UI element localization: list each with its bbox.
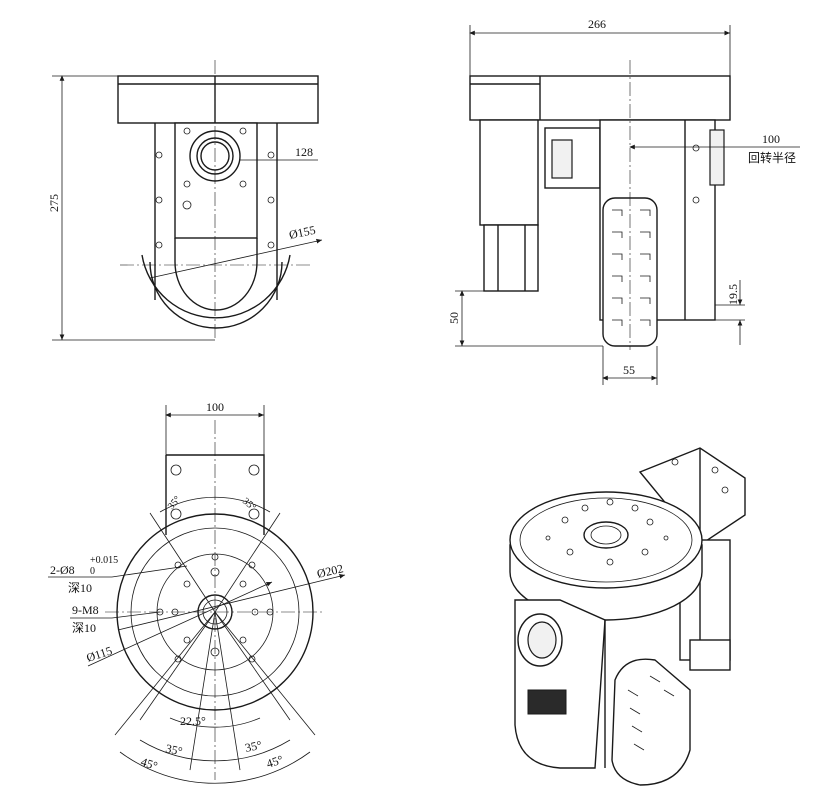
front-turntable-plate — [117, 75, 319, 124]
turn-radius-label: 回转半径 — [748, 150, 796, 165]
iso-nameplate — [527, 689, 567, 715]
angle-35-top-left: 35° — [166, 494, 183, 512]
pin-holes-label: 2-Ø8 — [50, 563, 75, 577]
side-bracket — [479, 119, 539, 226]
front-height-dim: 275 — [47, 194, 61, 212]
angle-45-left: 45° — [139, 755, 159, 774]
angle-35-bottom-right: 35° — [244, 738, 264, 755]
angle-22-5: 22.5° — [180, 714, 206, 728]
side-width-dim: 266 — [588, 17, 606, 31]
side-offset-dim: 19.5 — [726, 284, 740, 305]
iso-wheel — [611, 658, 691, 786]
pin-holes-tol-upper: +0.015 — [90, 555, 118, 566]
bracket-width-dim: 100 — [206, 400, 224, 414]
small-circle-dia-dim: Ø115 — [85, 643, 114, 664]
pin-depth-label: 深10 — [68, 581, 92, 595]
side-view: 266 100 回转半径 19.5 50 55 — [447, 17, 800, 385]
isometric-view — [509, 447, 746, 786]
side-bearing — [551, 139, 573, 179]
pin-holes-tol-lower: 0 — [90, 566, 95, 577]
thread-depth-label: 深10 — [72, 621, 96, 635]
flange-dia-dim: Ø202 — [316, 561, 345, 581]
bottom-view: 100 2-Ø8 +0.015 0 深10 9-M8 深10 Ø115 Ø202… — [48, 400, 346, 784]
angle-35-bottom-left: 35° — [164, 741, 184, 758]
side-turntable-plate — [469, 75, 731, 121]
wheel-width-dim: 55 — [623, 363, 635, 377]
front-wheel-dia-dim: Ø155 — [288, 223, 317, 242]
iso-turntable-top — [509, 491, 703, 589]
angle-45-right: 45° — [265, 752, 285, 771]
side-height-dim: 50 — [447, 312, 461, 324]
thread-holes-label: 9-M8 — [72, 603, 99, 617]
front-wheel-outline — [141, 254, 291, 319]
iso-connector — [689, 639, 731, 671]
angle-35-top-right: 35° — [240, 496, 258, 513]
front-view: 275 128 Ø155 — [47, 60, 323, 341]
turn-radius-dim: 100 — [762, 132, 780, 146]
front-shaft-dim: 128 — [295, 145, 313, 159]
